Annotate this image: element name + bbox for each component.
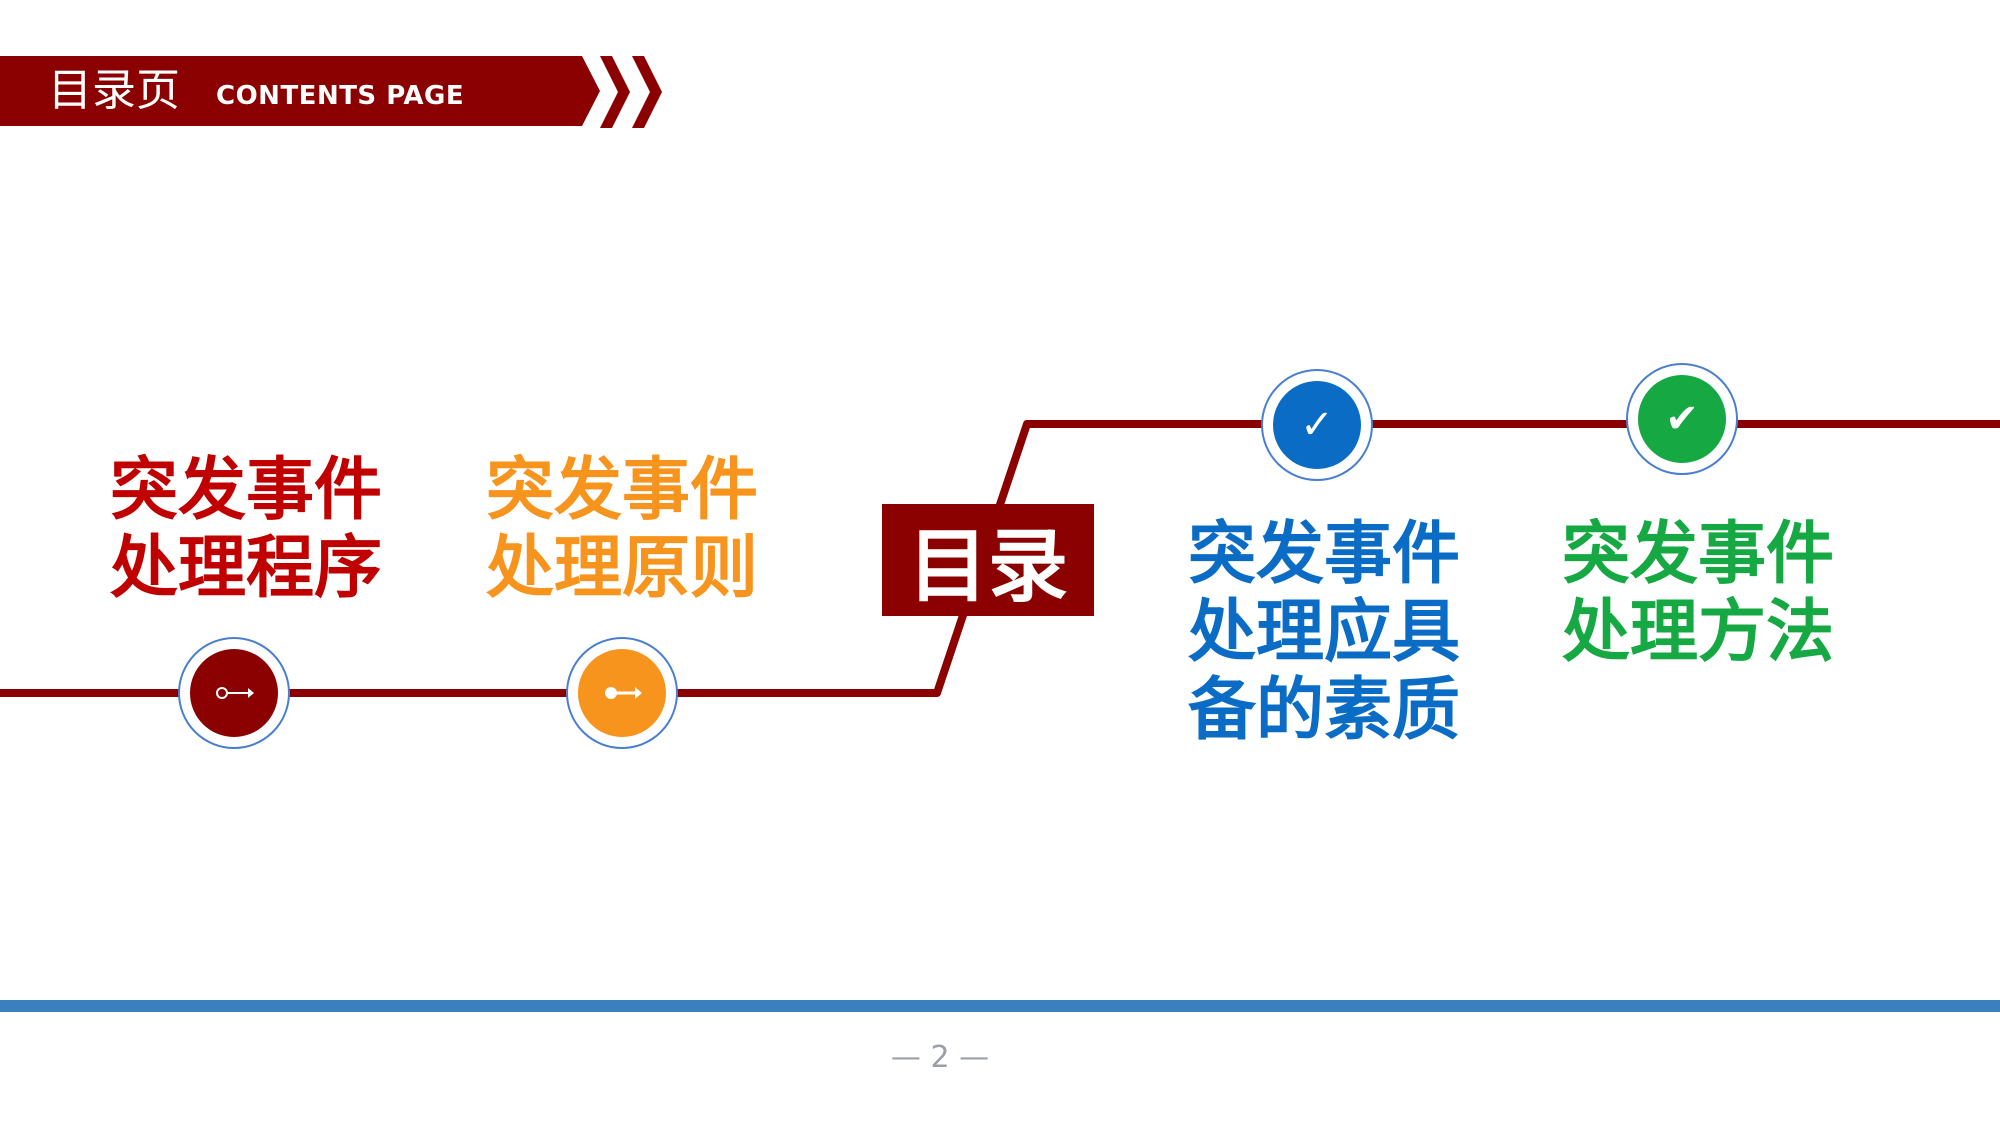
topic-2-marker[interactable] [566, 637, 678, 749]
topic-2-line1: 突发事件 [486, 451, 759, 530]
check-bold-icon: ✔ [1638, 375, 1726, 463]
page-number: — 2 — [890, 1040, 990, 1075]
topic-1-title[interactable]: 突发事件 处理程序 [110, 452, 382, 608]
topic-4-line1: 突发事件 [1562, 515, 1835, 594]
center-label: 目录 [882, 504, 1094, 616]
topic-1-line2: 处理程序 [110, 529, 383, 608]
topic-1-marker[interactable] [178, 637, 290, 749]
header-title: 目录页 [48, 65, 180, 116]
header-subtitle: CONTENTS PAGE [216, 81, 465, 111]
check-icon: ✓ [1273, 381, 1361, 469]
topic-3-marker[interactable]: ✓ [1261, 369, 1373, 481]
topic-4-line2: 处理方法 [1562, 593, 1835, 672]
footer-divider [0, 1000, 2000, 1012]
topic-1-line1: 突发事件 [110, 451, 383, 530]
topic-3-line1: 突发事件 [1188, 515, 1461, 594]
topic-3-title[interactable]: 突发事件 处理应具 备的素质 [1188, 516, 1460, 750]
topic-4-title[interactable]: 突发事件 处理方法 [1562, 516, 1834, 672]
link-arrow-icon [190, 649, 278, 737]
topic-2-line2: 处理原则 [486, 529, 759, 608]
header-banner [0, 56, 600, 126]
topic-4-marker[interactable]: ✔ [1626, 363, 1738, 475]
topic-2-title[interactable]: 突发事件 处理原则 [486, 452, 758, 608]
topic-3-line2: 处理应具 [1188, 593, 1461, 672]
topic-3-line3: 备的素质 [1188, 671, 1461, 750]
key-arrow-icon [578, 649, 666, 737]
